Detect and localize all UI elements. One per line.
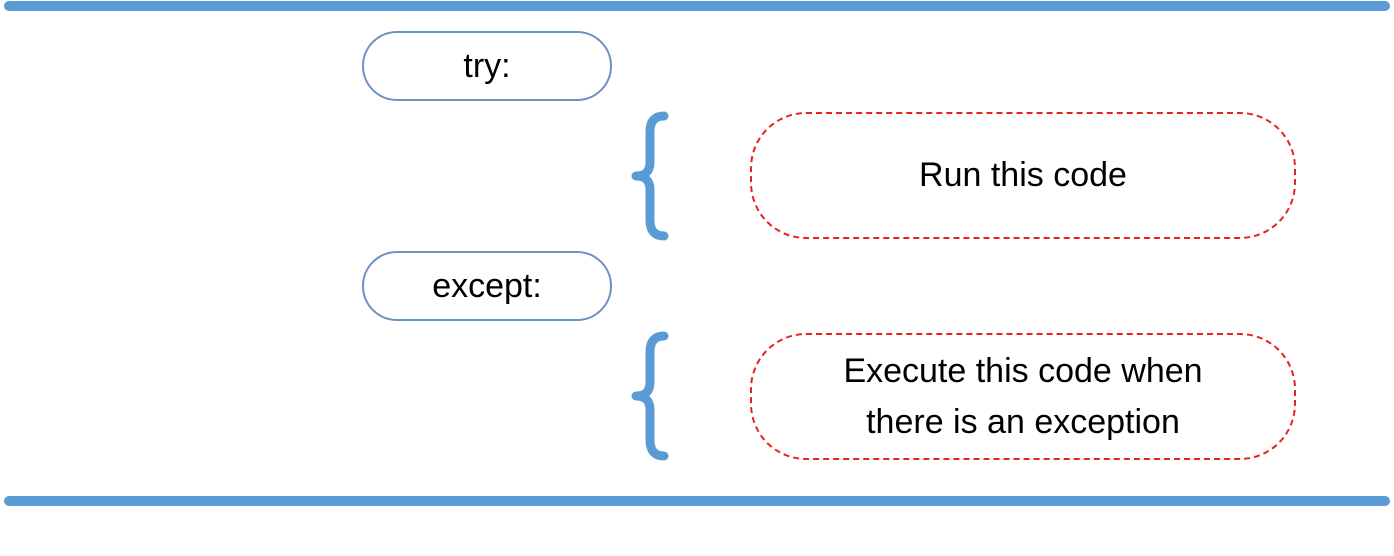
try-body-block: Run this code (750, 112, 1296, 239)
run-code-label: Run this code (919, 156, 1127, 194)
except-body-block: Execute this code when there is an excep… (750, 333, 1296, 460)
left-curly-brace-icon (628, 330, 688, 462)
exec-label-line-2: there is an exception (866, 402, 1180, 441)
except-label: except: (432, 266, 542, 305)
bottom-divider (4, 496, 1390, 506)
try-label: try: (463, 46, 511, 85)
exec-label-line-1: Execute this code when (843, 351, 1203, 390)
left-curly-brace-icon (628, 110, 688, 242)
except-keyword-box: except: (362, 251, 612, 321)
top-divider (4, 1, 1390, 11)
try-keyword-box: try: (362, 31, 612, 101)
